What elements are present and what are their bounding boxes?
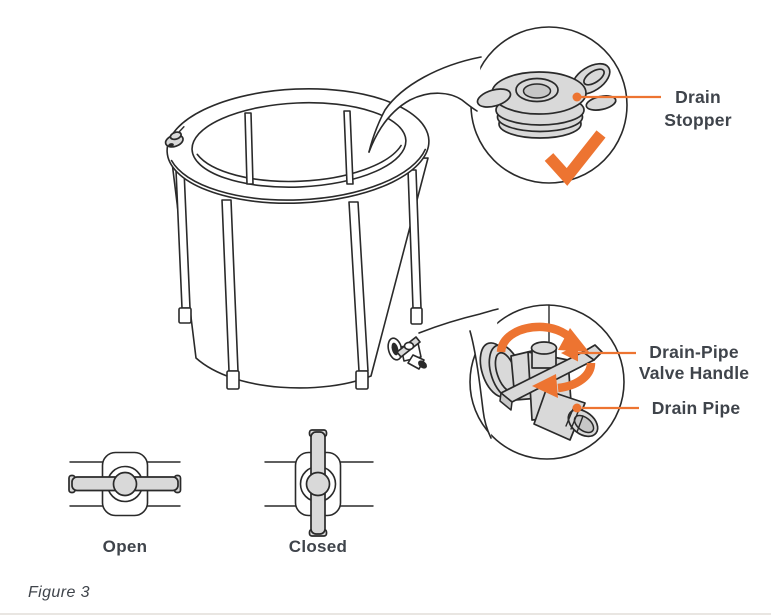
valve-open-diagram [68, 451, 182, 517]
valve-handle-label-line1: Drain-Pipe [649, 342, 739, 362]
valve-tail-upper-edge [418, 308, 499, 334]
leader-drain-pipe [572, 403, 639, 413]
valve-center [112, 471, 138, 497]
tub-illustration [164, 87, 430, 390]
valve-callout-tail-fill [419, 309, 498, 438]
figure-caption: Figure 3 [28, 584, 90, 601]
drain-stopper-label-line2: Stopper [664, 110, 732, 130]
drain-stopper-callout [368, 26, 628, 186]
leader-arrowhead-icon [561, 344, 578, 362]
checkmark-icon [544, 130, 606, 186]
drain-stopper-illustration [476, 62, 617, 139]
valve-closed-diagram [264, 429, 374, 537]
drain-pipe-label: Drain Pipe [651, 398, 741, 418]
leader-drain-stopper [572, 92, 661, 102]
callout-tail-lower-edge [368, 92, 478, 153]
tub-rim-stopper-icon [164, 126, 185, 148]
leader-dot-icon [572, 403, 582, 413]
callout-tail-fill [369, 57, 481, 152]
drain-valve-illustration [479, 304, 603, 441]
bottom-divider [0, 613, 771, 615]
open-label: Open [102, 537, 148, 556]
rotation-arrows-icon [496, 322, 596, 398]
leader-dot-icon [572, 92, 582, 102]
drain-valve-callout [418, 304, 625, 460]
valve-center [305, 471, 331, 497]
drain-stopper-label: Drain Stopper [618, 86, 771, 132]
leader-valve-handle [561, 344, 636, 362]
valve-handle-label: Drain-Pipe Valve Handle [614, 342, 771, 384]
valve-handle-label-line2: Valve Handle [638, 363, 750, 383]
valve-tail-lower-edge [469, 330, 492, 439]
tub-inner-poles [244, 110, 354, 185]
tub-drain-valve [387, 336, 427, 370]
tub-legs [175, 169, 423, 390]
drain-stopper-label-line1: Drain [675, 87, 721, 107]
callout-tail-upper-edge [368, 56, 482, 153]
closed-label: Closed [288, 537, 348, 556]
